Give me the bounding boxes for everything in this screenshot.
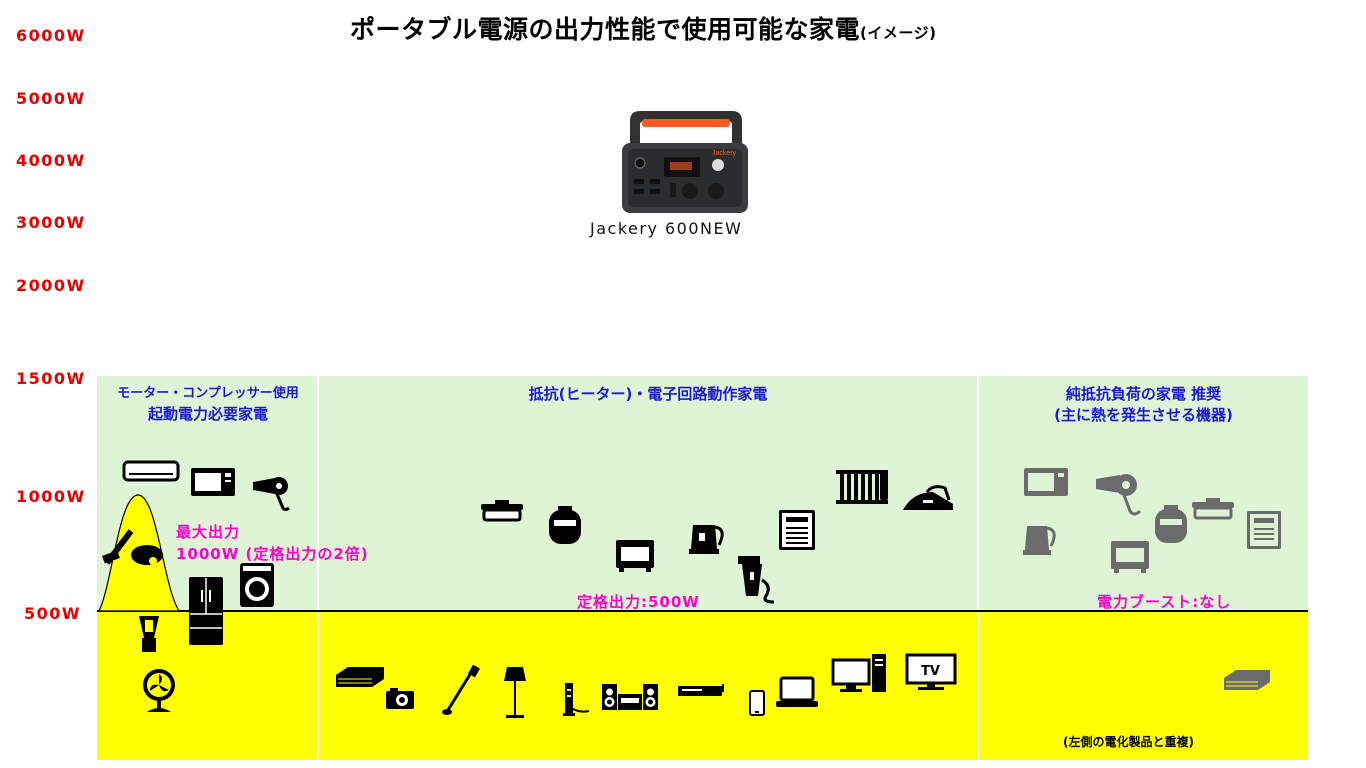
y-label-5000: 5000W: [16, 89, 86, 108]
smartphone-icon: [749, 690, 765, 716]
hair-dryer-icon-1: [253, 477, 290, 511]
laptop-icon: [776, 676, 818, 707]
category-heading-motor-line1: モーター・コンプレッサー使用: [117, 386, 299, 401]
category-heading-pure-line1: 純抵抗負荷の家電 推奨: [1065, 385, 1222, 403]
water-heater-icon: [738, 556, 775, 604]
electric-fan-icon: [143, 669, 175, 712]
y-label-6000: 6000W: [16, 26, 86, 45]
category-heading-motor-line2: 起動電力必要家電: [147, 405, 268, 423]
desktop-pc-icon: [831, 654, 886, 692]
max-output-value: 1000W (定格出力の2倍): [176, 545, 369, 563]
toaster-oven-icon-1: [616, 540, 654, 572]
y-label-500: 500W: [24, 604, 82, 623]
space-heater-icon-2: [1247, 511, 1281, 549]
electric-kettle-icon-2: [1023, 526, 1056, 555]
svg-text:Jackery: Jackery: [712, 150, 737, 157]
rated-output-label: 定格出力:500W: [577, 593, 700, 611]
hot-plate-icon-1: [481, 500, 523, 522]
router-icon: [563, 683, 590, 716]
blender-icon: [139, 616, 159, 652]
product-name: Jackery 600NEW: [590, 219, 743, 238]
svg-text:TV: TV: [921, 664, 940, 679]
hair-dryer-icon-2: [1096, 474, 1142, 516]
space-heater-icon-1: [779, 510, 815, 550]
category-heading-resistance-line1: 抵抗(ヒーター)・電子回路動作家電: [528, 385, 768, 403]
power-station-image: Jackery: [622, 111, 748, 213]
electric-blanket-icon-1: [336, 667, 384, 687]
overlap-note: (左側の電化製品と重複): [1063, 735, 1194, 749]
y-label-1000: 1000W: [16, 487, 86, 506]
hot-plate-icon-2: [1192, 498, 1234, 520]
column-divider-2: [977, 376, 979, 760]
category-heading-motor: モーター・コンプレッサー使用 起動電力必要家電: [99, 383, 317, 425]
clothes-iron-icon: [903, 485, 953, 510]
electric-blanket-icon-2: [1224, 670, 1270, 690]
rice-cooker-icon-1: [549, 506, 581, 544]
title-note: (イメージ): [860, 24, 937, 42]
rice-cooker-icon-2: [1155, 505, 1187, 543]
air-conditioner-icon: [122, 460, 180, 482]
column-divider-1: [317, 376, 319, 760]
dvd-recorder-icon: [678, 684, 724, 696]
tv-icon: TV: [905, 653, 957, 690]
stick-vacuum-icon: [442, 664, 480, 715]
toaster-oven-icon-2: [1111, 541, 1149, 573]
floor-lamp-icon: [504, 667, 526, 718]
refrigerator-icon: [189, 577, 223, 645]
y-label-3000: 3000W: [16, 213, 86, 232]
category-heading-pure-line2: (主に熱を発生させる機器): [1054, 406, 1233, 424]
power-boost-label: 電力ブースト:なし: [1097, 593, 1232, 611]
category-heading-resistance: 抵抗(ヒーター)・電子回路動作家電: [319, 384, 977, 405]
category-heading-pure-resistance: 純抵抗負荷の家電 推奨 (主に熱を発生させる機器): [979, 384, 1308, 426]
washing-machine-icon: [240, 563, 274, 607]
y-label-4000: 4000W: [16, 151, 86, 170]
oil-heater-icon: [836, 470, 888, 504]
page-title: ポータブル電源の出力性能で使用可能な家電(イメージ): [350, 10, 936, 46]
rated-output-line: [97, 610, 1308, 612]
microwave-icon-2: [1024, 468, 1068, 496]
max-output-label: 最大出力: [176, 523, 241, 541]
unsupported-zone: [97, 376, 1308, 611]
y-label-1500: 1500W: [16, 369, 86, 388]
title-text: ポータブル電源の出力性能で使用可能な家電: [350, 15, 861, 44]
vacuum-cleaner-icon: [102, 529, 163, 565]
electric-kettle-icon-1: [689, 525, 724, 554]
microwave-icon-1: [191, 468, 235, 496]
camera-icon: [386, 688, 414, 709]
stereo-icon: [602, 684, 658, 710]
y-label-2000: 2000W: [16, 276, 86, 295]
